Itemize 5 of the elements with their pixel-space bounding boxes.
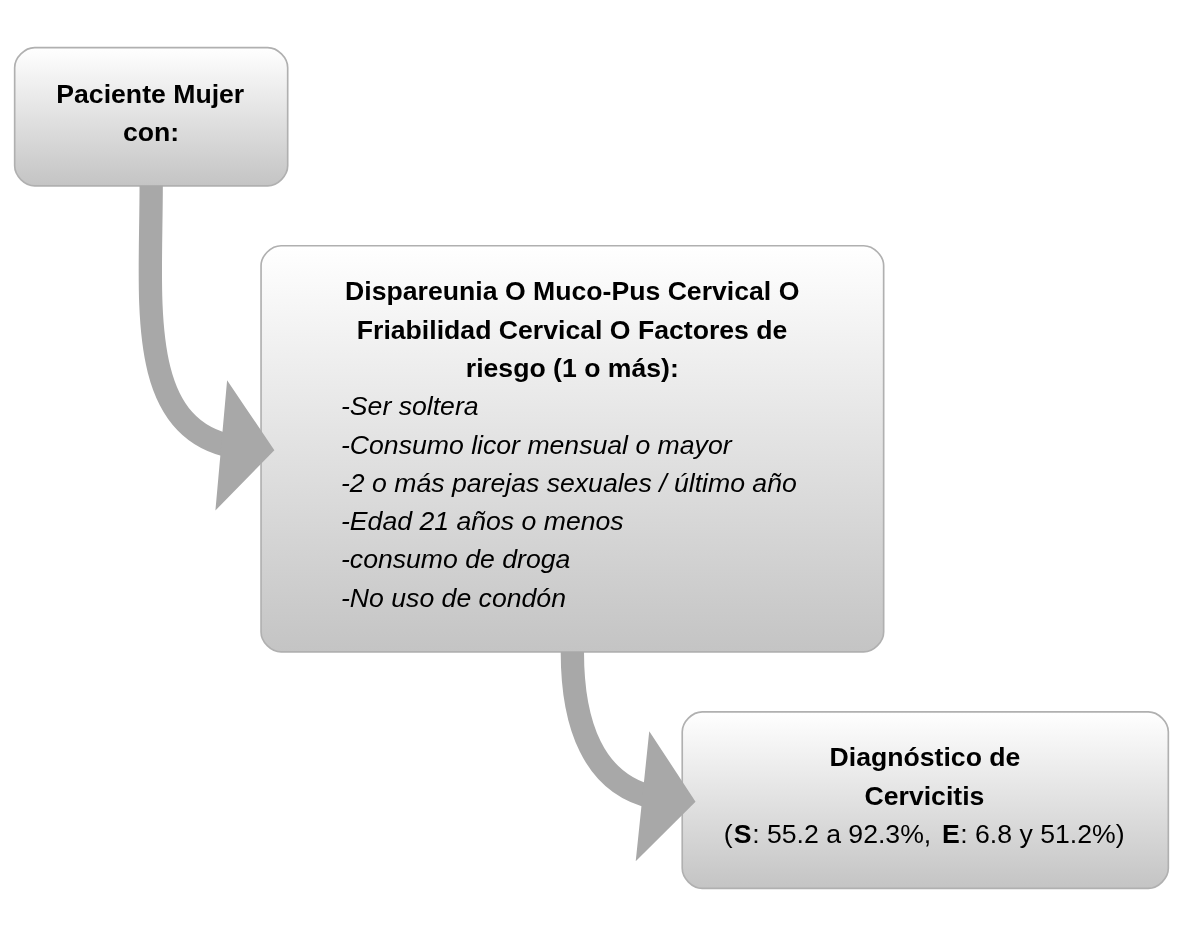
arrow (560, 651, 696, 861)
arrow (138, 185, 275, 510)
node-box: Paciente Mujer con: (13, 46, 289, 187)
node-box: Diagnóstico de Cervicitis (S: 55.2 a 92.3%, E: 6.8 y 51.2%) (681, 710, 1170, 889)
node-box: Dispareunia O Muco-Pus Cervical O Friabilidad Cervical O Factores de riesgo (1 o más): -Ser soltera -Consumo licor mensual o mayor -2 o más parejas sexuales / último año -Edad 21 años o menos -consumo de droga -No uso de condón (260, 244, 885, 653)
